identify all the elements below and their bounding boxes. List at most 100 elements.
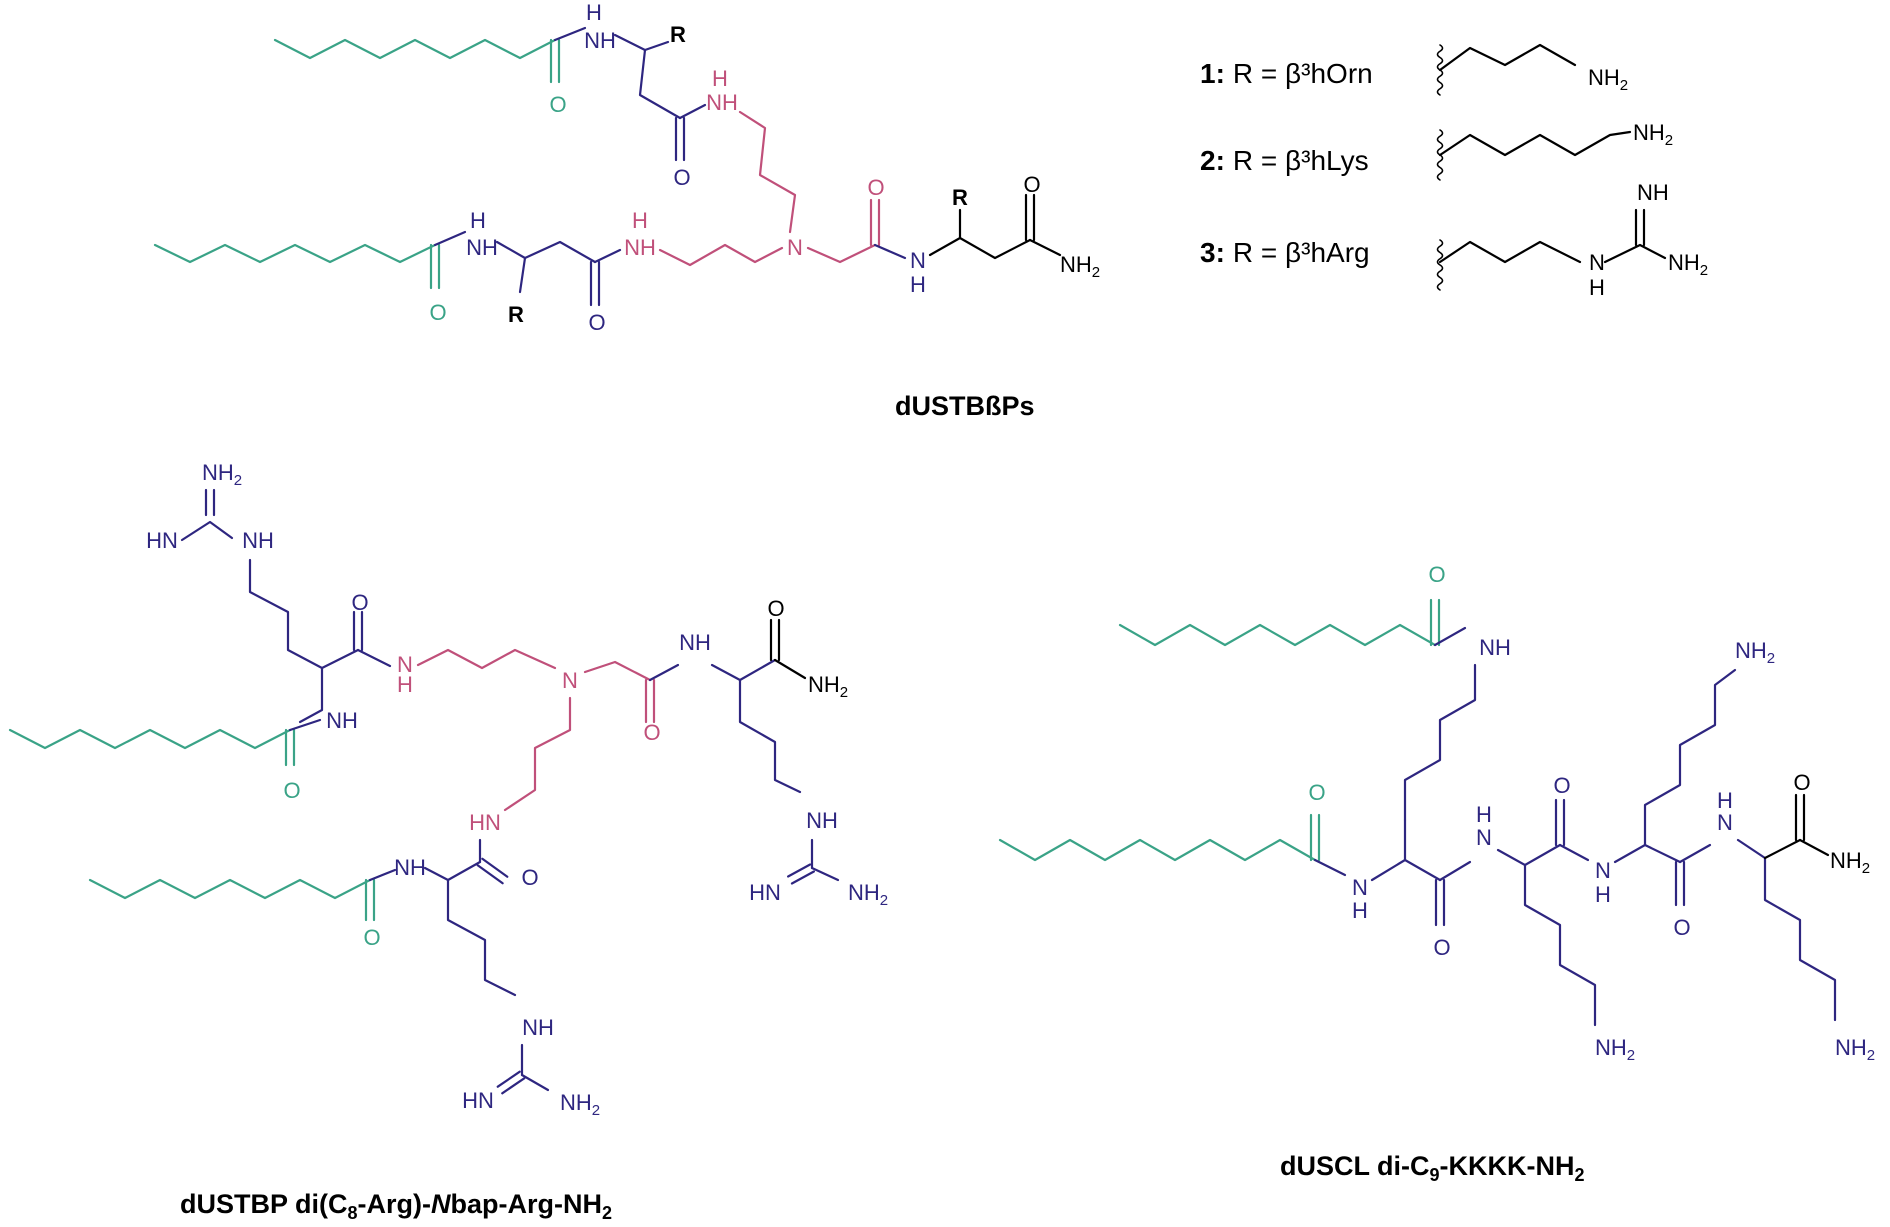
right-amide-1 xyxy=(1433,626,1467,647)
legend-item-2: 2:R = β³hLys xyxy=(1200,145,1369,176)
right-nh2-2: NH2 xyxy=(1735,638,1775,667)
left-imine-2 xyxy=(790,870,816,885)
left-carbonyl-o-4: O xyxy=(283,778,300,803)
left-n-2: N xyxy=(397,652,413,677)
left-nh-3: NH xyxy=(679,630,711,655)
left-nh-7: NH xyxy=(522,1015,554,1040)
top-h-1: H xyxy=(586,0,602,25)
left-n-central: N xyxy=(562,668,578,693)
right-lys-chain-3 xyxy=(1613,668,1737,864)
top-lipid-chain-1 xyxy=(273,38,557,60)
left-nh2-2: NH2 xyxy=(848,880,888,909)
right-amide-3 xyxy=(1438,860,1472,882)
right-amide-4 xyxy=(1558,843,1590,862)
left-lipid-chain-1 xyxy=(8,728,292,750)
legend-3-chain xyxy=(1438,240,1582,264)
left-carbonyl-5 xyxy=(476,864,504,885)
right-carbonyl-o-3: O xyxy=(1433,935,1450,960)
left-guan-2b xyxy=(810,866,840,882)
right-carbonyl-o-1: O xyxy=(1428,562,1445,587)
legend-3-nh2: NH2 xyxy=(1668,250,1708,279)
top-h-3: H xyxy=(470,208,486,233)
legend-3-n: N xyxy=(1589,250,1605,275)
caption-dustbp: dUSTBP di(C8-Arg)-Nbap-Arg-NH2 xyxy=(180,1189,612,1223)
top-carbonyl-o-3: O xyxy=(429,300,446,325)
top-n-central: N xyxy=(787,235,803,260)
left-amide-6 xyxy=(368,868,397,882)
left-lipid-chain-2 xyxy=(88,878,372,900)
top-backbone-1 xyxy=(613,33,670,52)
caption-dustbbps: dUSTBßPs xyxy=(895,391,1035,421)
left-nh2-3: NH2 xyxy=(560,1090,600,1119)
top-amide-bond-1 xyxy=(553,26,587,42)
left-amide-1 xyxy=(356,648,392,668)
top-n-5: N xyxy=(910,248,926,273)
top-carbonyl-o-6: O xyxy=(1023,172,1040,197)
top-r-label-3: R xyxy=(952,185,968,210)
left-amide-2 xyxy=(648,663,680,682)
top-amide-bond-5 xyxy=(873,243,907,260)
top-backbone-3 xyxy=(495,240,527,294)
top-carbonyl-o-4: O xyxy=(588,310,605,335)
left-nh-1: NH xyxy=(242,528,274,553)
left-arg-chain-3 xyxy=(446,878,517,997)
legend-3-guan xyxy=(1603,243,1667,264)
right-nh2-1: NH2 xyxy=(1595,1035,1635,1064)
right-carbonyl-o-5: O xyxy=(1673,915,1690,940)
top-backbone-4 xyxy=(523,240,597,264)
top-amide-bond-2 xyxy=(678,103,707,120)
top-h-4: H xyxy=(632,208,648,233)
left-linker-2 xyxy=(583,660,652,682)
top-h-5: H xyxy=(910,272,926,297)
right-carbonyl-o-2: O xyxy=(1308,780,1325,805)
left-carbonyl-5 xyxy=(481,857,509,878)
right-lys-chain-4 xyxy=(1736,838,1837,1022)
legend-1-chain xyxy=(1438,43,1577,72)
left-carbonyl-o-6: O xyxy=(363,925,380,950)
top-linker-2 xyxy=(658,243,784,267)
right-carbonyl-o-6: O xyxy=(1793,770,1810,795)
legend-1-nh2: NH2 xyxy=(1588,65,1628,94)
left-imine-3 xyxy=(501,1077,526,1095)
right-lipid-chain-2 xyxy=(998,838,1317,862)
left-hn-4: HN xyxy=(462,1088,494,1113)
right-backbone-5 xyxy=(1763,838,1802,860)
top-carbonyl-o-2: O xyxy=(673,165,690,190)
left-hn-3: HN xyxy=(469,810,501,835)
left-amide-3 xyxy=(773,658,807,680)
top-nh-3: NH xyxy=(466,235,498,260)
right-backbone-4 xyxy=(1643,843,1682,864)
top-lipid-chain-2 xyxy=(153,243,437,264)
right-lipid-chain-1 xyxy=(1118,623,1437,647)
top-r-label-2: R xyxy=(508,302,524,327)
right-amide-6 xyxy=(1798,838,1830,857)
right-amide-2 xyxy=(1313,858,1347,877)
top-nh-1: NH xyxy=(584,28,616,53)
left-nh-5: NH xyxy=(326,708,358,733)
right-lys-chain-1 xyxy=(1403,663,1477,822)
top-linker-1 xyxy=(738,110,797,234)
left-imine-2 xyxy=(786,863,812,878)
top-linker-3 xyxy=(806,243,877,264)
top-r-label-1: R xyxy=(670,22,686,47)
left-cbond-1 xyxy=(320,648,360,670)
left-linker-3 xyxy=(503,696,572,812)
right-h-3: H xyxy=(1476,802,1492,827)
left-nh-4: NH xyxy=(806,808,838,833)
right-backbone-3 xyxy=(1523,843,1562,867)
left-backbone-3 xyxy=(710,658,777,682)
left-carbonyl-o-3: O xyxy=(767,596,784,621)
left-linker-1 xyxy=(416,648,557,670)
left-nh2-1: NH2 xyxy=(202,460,242,489)
top-carbonyl-o-1: O xyxy=(549,92,566,117)
left-carbonyl-o-5: O xyxy=(521,865,538,890)
left-h-2: H xyxy=(397,672,413,697)
top-nh-2: NH xyxy=(706,90,738,115)
left-hn-1: HN xyxy=(146,528,178,553)
top-backbone-2 xyxy=(638,48,682,120)
top-amide-bond-6 xyxy=(1028,238,1062,257)
left-imine-3 xyxy=(496,1070,521,1088)
right-n-2: N xyxy=(1352,875,1368,900)
